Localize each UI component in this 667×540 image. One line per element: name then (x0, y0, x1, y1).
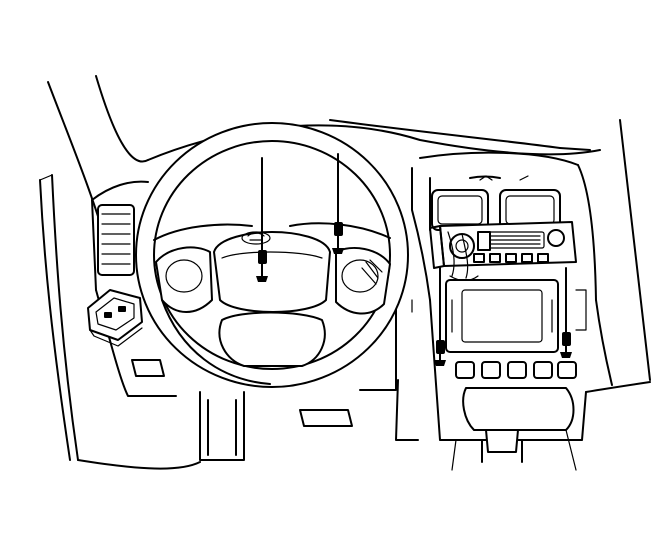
headlamp-switch-cluster (87, 289, 143, 347)
steering-column-lower-dash (199, 299, 419, 461)
airbag-fastener-left (256, 157, 268, 282)
shifter-console (451, 387, 577, 471)
airbag-module (213, 231, 331, 313)
left-spoke (155, 246, 213, 313)
center-stack (411, 167, 587, 471)
trim-fastener-left (434, 267, 446, 366)
display-module (445, 279, 559, 353)
lower-spoke (218, 311, 326, 367)
airbag-fastener-right (332, 153, 344, 254)
trim-fastener-right (560, 267, 572, 358)
dash-right-side (575, 119, 651, 393)
right-spoke (335, 247, 391, 315)
control-button-row (455, 361, 577, 379)
radio-unit (439, 221, 577, 267)
steering-wheel (135, 122, 409, 388)
floor-lines (77, 299, 413, 470)
